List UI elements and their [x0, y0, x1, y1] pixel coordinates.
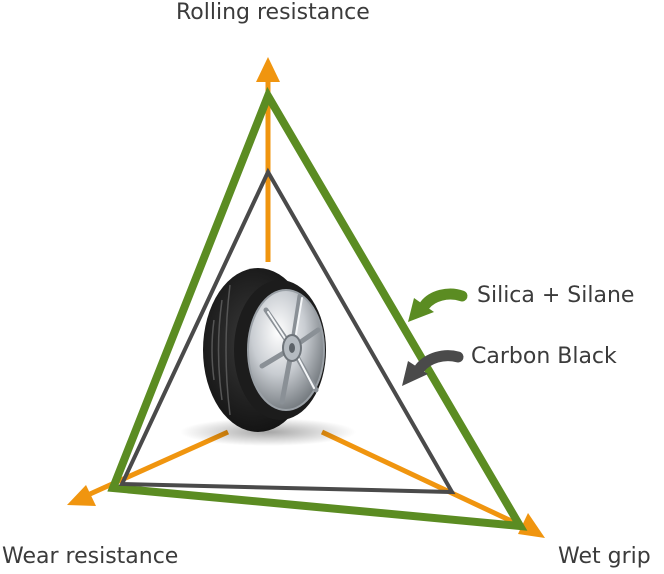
tire-image	[180, 268, 356, 446]
axis-label-wet-grip: Wet grip	[558, 544, 651, 569]
silica-silane-triangle	[107, 86, 528, 531]
carbon-black-triangle	[118, 167, 456, 495]
carbon-pointer-icon	[402, 350, 464, 386]
wet-grip-arrow	[320, 429, 545, 538]
axis-label-wear-resistance: Wear resistance	[2, 544, 179, 569]
rolling-resistance-arrow	[256, 57, 280, 262]
legend-label-silica-silane: Silica + Silane	[477, 283, 635, 308]
silica-pointer-icon	[408, 288, 468, 322]
axis-arrows	[67, 57, 545, 538]
legend-label-carbon-black: Carbon Black	[471, 344, 617, 369]
axis-label-rolling-resistance: Rolling resistance	[176, 0, 370, 25]
